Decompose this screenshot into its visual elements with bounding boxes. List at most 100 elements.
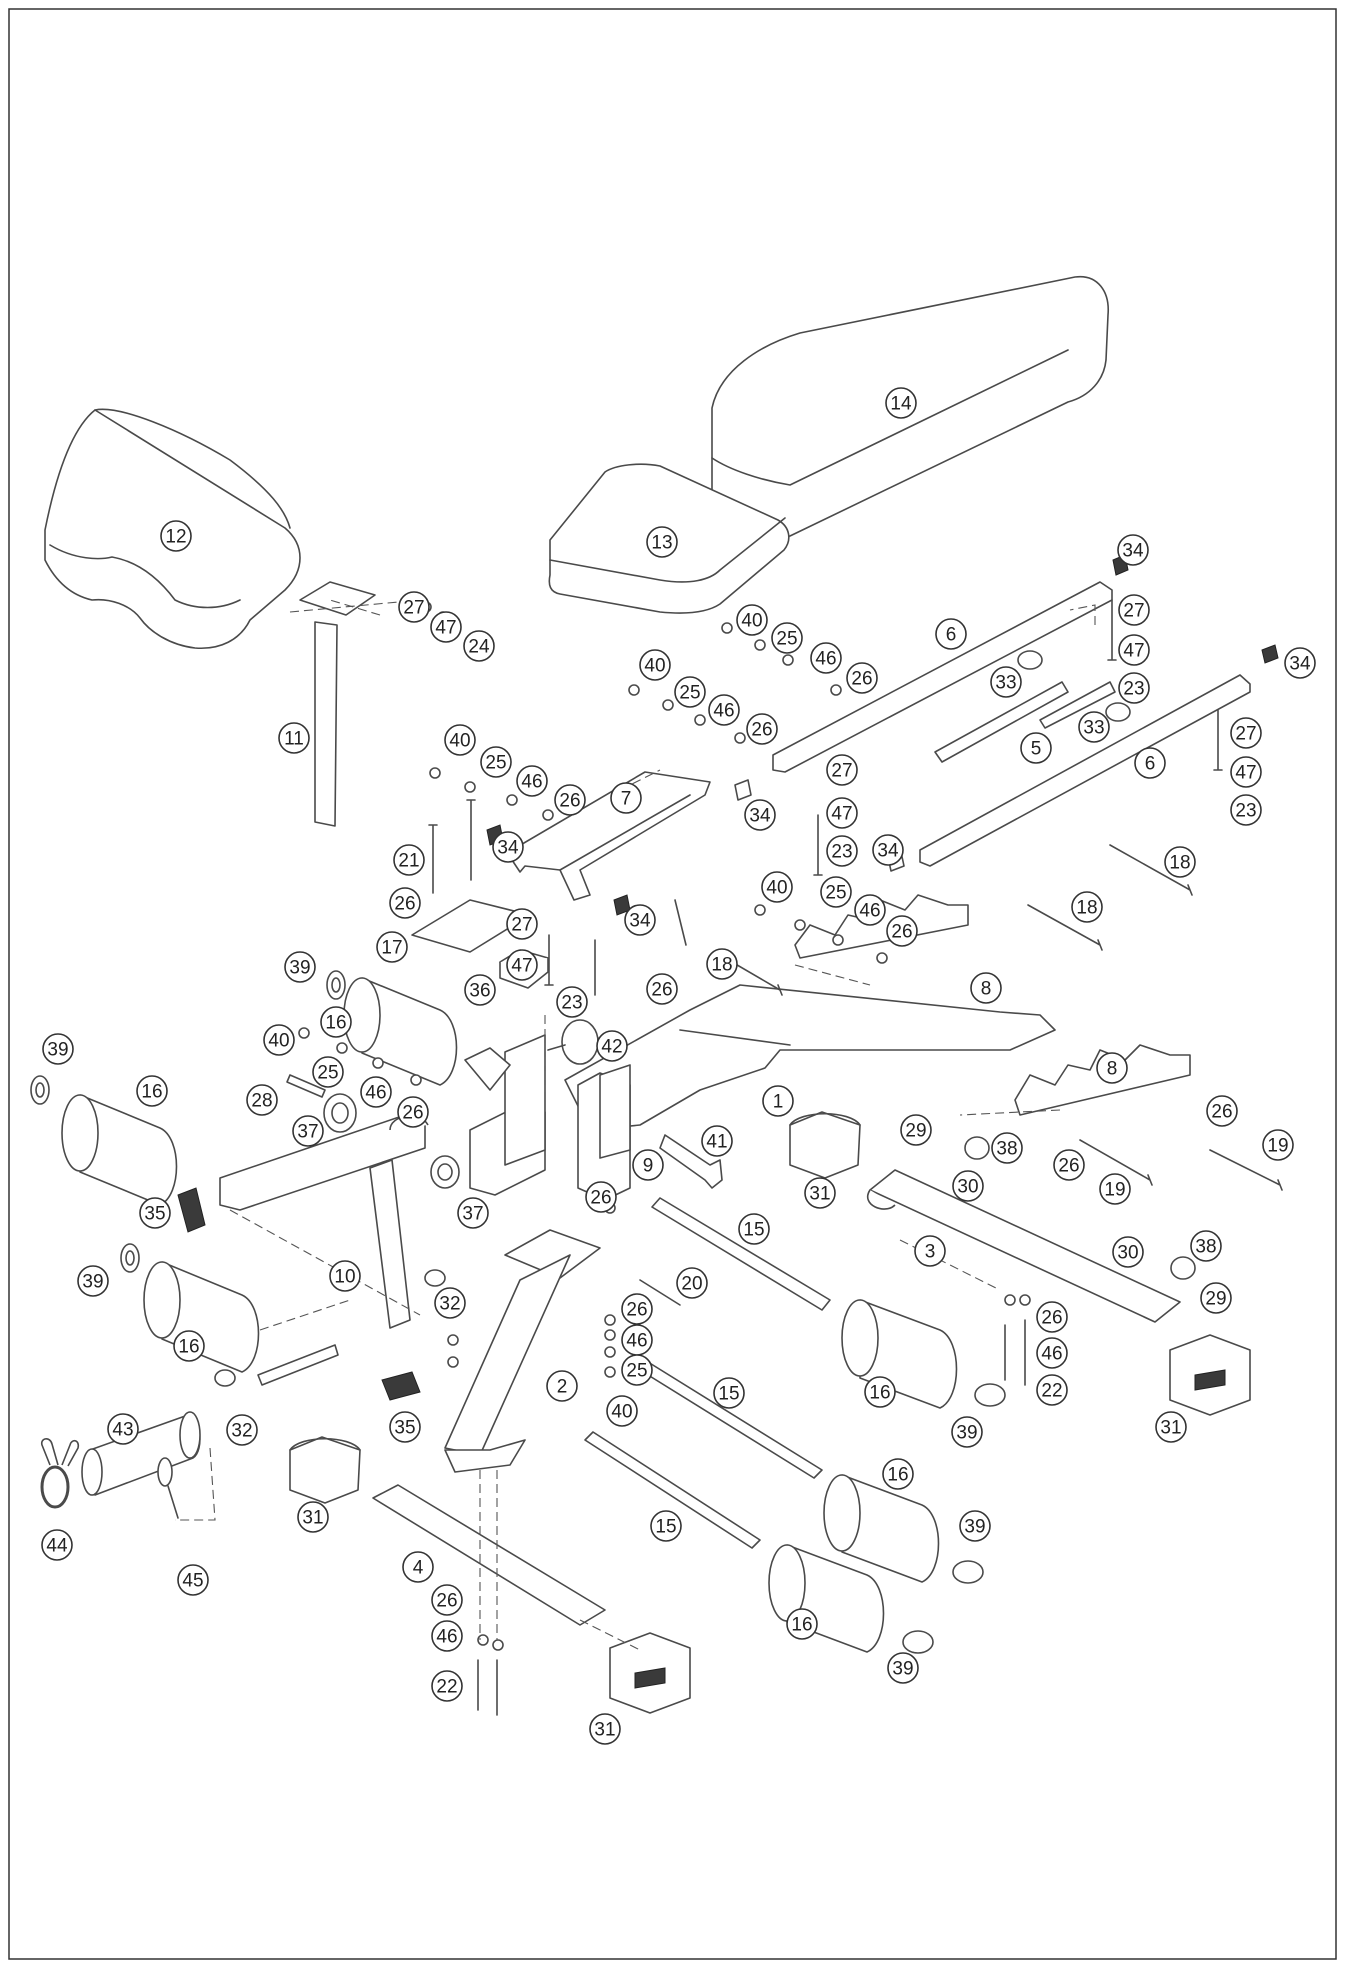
svg-text:18: 18: [711, 955, 732, 976]
pad-35-a: [177, 1187, 206, 1233]
svg-text:13: 13: [651, 533, 672, 554]
svg-text:26: 26: [1041, 1308, 1062, 1329]
svg-text:40: 40: [766, 878, 787, 899]
callout-46: 46: [431, 1620, 463, 1652]
svg-text:33: 33: [1083, 718, 1104, 739]
svg-text:34: 34: [629, 911, 651, 932]
callout-46: 46: [708, 694, 740, 726]
svg-text:46: 46: [626, 1331, 647, 1352]
washer-39-c: [120, 1243, 140, 1273]
svg-text:11: 11: [284, 729, 304, 750]
end-cap-31-d: [609, 1632, 691, 1714]
spacer-32-b: [214, 1369, 236, 1387]
callout-39: 39: [887, 1652, 919, 1684]
svg-text:46: 46: [859, 901, 880, 922]
callout-34: 34: [872, 834, 904, 866]
callout-18: 18: [1071, 891, 1103, 923]
svg-text:27: 27: [403, 598, 424, 619]
callout-labels: 14 12 13 34 27 47 24 40 25 46 26 6 27 47…: [41, 387, 1316, 1745]
callout-31: 31: [589, 1713, 621, 1745]
callout-32: 32: [226, 1414, 258, 1446]
spring-clamp-44: [40, 1438, 80, 1509]
callout-7: 7: [610, 782, 642, 814]
svg-text:1: 1: [773, 1092, 784, 1113]
callout-26: 26: [1206, 1095, 1238, 1127]
roller-16-right-a: [841, 1299, 958, 1409]
callout-41: 41: [701, 1125, 733, 1157]
callout-16: 16: [882, 1458, 914, 1490]
callout-40: 40: [263, 1024, 295, 1056]
svg-text:34: 34: [749, 806, 771, 827]
svg-text:46: 46: [436, 1627, 457, 1648]
svg-text:15: 15: [655, 1517, 676, 1538]
svg-text:22: 22: [436, 1677, 457, 1698]
svg-text:23: 23: [831, 842, 852, 863]
callout-26: 26: [585, 1181, 617, 1213]
svg-text:39: 39: [289, 958, 310, 979]
svg-text:21: 21: [398, 851, 419, 872]
callout-3: 3: [914, 1235, 946, 1267]
callout-47: 47: [506, 949, 538, 981]
svg-text:23: 23: [561, 993, 582, 1014]
svg-text:5: 5: [1031, 739, 1042, 760]
svg-text:31: 31: [1160, 1418, 1181, 1439]
svg-text:34: 34: [1289, 654, 1311, 675]
knob-37-a: [323, 1093, 357, 1133]
svg-text:31: 31: [302, 1508, 323, 1529]
callout-40: 40: [639, 649, 671, 681]
callout-15: 15: [650, 1510, 682, 1542]
callout-39: 39: [77, 1265, 109, 1297]
callout-34: 34: [492, 831, 524, 863]
svg-text:38: 38: [996, 1139, 1017, 1160]
svg-text:26: 26: [751, 720, 772, 741]
callout-38: 38: [991, 1132, 1023, 1164]
callout-42: 42: [596, 1030, 628, 1062]
callout-39: 39: [951, 1416, 983, 1448]
svg-text:16: 16: [178, 1337, 199, 1358]
callout-17: 17: [376, 931, 408, 963]
svg-text:29: 29: [1205, 1289, 1226, 1310]
callout-47: 47: [1230, 756, 1262, 788]
svg-text:45: 45: [182, 1571, 203, 1592]
knob-37-b: [430, 1155, 460, 1189]
front-stabilizer-4: [372, 1484, 606, 1626]
callout-13: 13: [646, 526, 678, 558]
page-border: [8, 8, 1337, 1960]
callout-18: 18: [706, 948, 738, 980]
adjuster-9: [599, 1064, 631, 1159]
callout-26: 26: [431, 1584, 463, 1616]
svg-text:39: 39: [892, 1659, 913, 1680]
svg-text:34: 34: [497, 838, 519, 859]
svg-text:37: 37: [462, 1204, 483, 1225]
svg-text:10: 10: [334, 1267, 355, 1288]
pad-35-b: [381, 1371, 421, 1401]
callout-19: 19: [1262, 1129, 1294, 1161]
callout-34: 34: [744, 799, 776, 831]
svg-text:36: 36: [469, 981, 490, 1002]
callout-28: 28: [246, 1084, 278, 1116]
svg-text:28: 28: [251, 1091, 272, 1112]
callout-24: 24: [463, 630, 495, 662]
callout-25: 25: [480, 746, 512, 778]
callout-4: 4: [402, 1551, 434, 1583]
svg-text:25: 25: [679, 683, 700, 704]
callout-25: 25: [771, 622, 803, 654]
callout-46: 46: [810, 642, 842, 674]
svg-text:30: 30: [957, 1177, 978, 1198]
svg-text:18: 18: [1076, 898, 1097, 919]
svg-text:16: 16: [887, 1465, 908, 1486]
callout-26: 26: [1036, 1301, 1068, 1333]
svg-text:32: 32: [439, 1294, 460, 1315]
plate-holder-43: [81, 1344, 339, 1496]
callout-16: 16: [864, 1376, 896, 1408]
callout-9: 9: [632, 1149, 664, 1181]
callout-34: 34: [1117, 534, 1149, 566]
callout-26: 26: [621, 1293, 653, 1325]
callout-26: 26: [1053, 1149, 1085, 1181]
svg-text:33: 33: [995, 673, 1016, 694]
callout-46: 46: [854, 894, 886, 926]
callout-26: 26: [389, 887, 421, 919]
svg-text:32: 32: [231, 1421, 252, 1442]
callout-26: 26: [746, 713, 778, 745]
svg-text:41: 41: [706, 1132, 727, 1153]
